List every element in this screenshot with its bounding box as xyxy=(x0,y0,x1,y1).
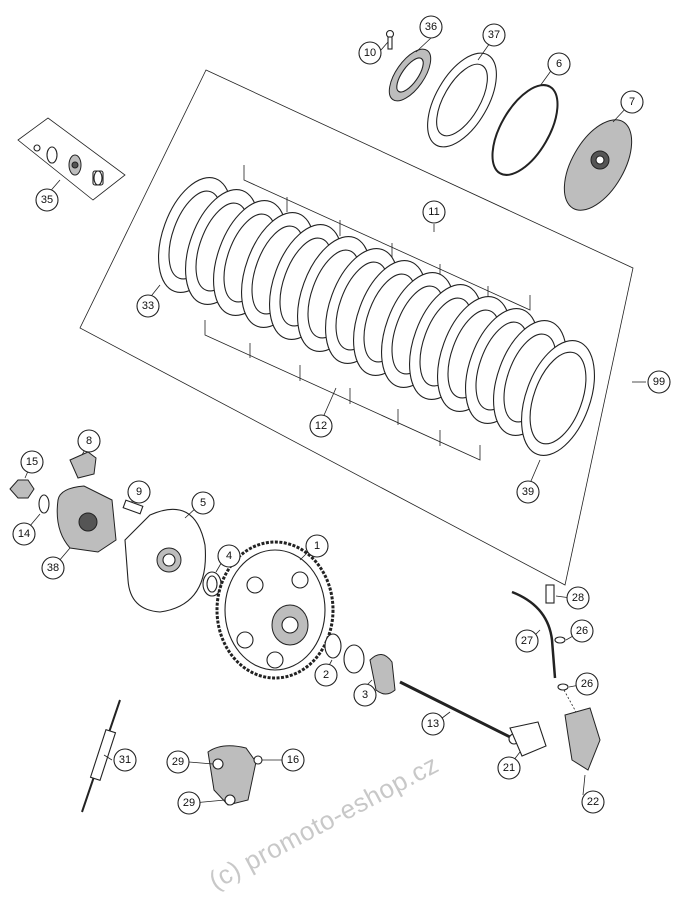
callout-26b: 26 xyxy=(575,672,599,696)
tool-and-housing xyxy=(81,699,263,813)
callout-29a: 29 xyxy=(166,750,190,774)
svg-text:29: 29 xyxy=(183,797,195,809)
svg-text:33: 33 xyxy=(142,300,154,312)
release-parts xyxy=(399,584,601,771)
clutch-hub-parts xyxy=(9,451,222,613)
svg-text:38: 38 xyxy=(47,562,59,574)
callout-8: 8 xyxy=(77,429,101,453)
svg-text:39: 39 xyxy=(522,486,534,498)
svg-text:22: 22 xyxy=(587,796,599,808)
callout-15: 15 xyxy=(20,450,44,474)
svg-text:28: 28 xyxy=(572,592,584,604)
callout-29b: 29 xyxy=(177,791,201,815)
callout-99: 99 xyxy=(647,370,671,394)
svg-text:16: 16 xyxy=(287,754,299,766)
callout-14: 14 xyxy=(12,522,36,546)
svg-text:9: 9 xyxy=(136,486,142,498)
svg-text:26: 26 xyxy=(576,625,588,637)
callout-21: 21 xyxy=(497,756,521,780)
svg-text:13: 13 xyxy=(427,718,439,730)
svg-text:27: 27 xyxy=(521,635,533,647)
svg-text:37: 37 xyxy=(488,29,500,41)
callout-2: 2 xyxy=(314,663,338,687)
callout-28: 28 xyxy=(566,586,590,610)
callout-35: 35 xyxy=(35,188,59,212)
callout-16: 16 xyxy=(281,748,305,772)
svg-text:36: 36 xyxy=(425,21,437,33)
svg-text:29: 29 xyxy=(172,756,184,768)
callout-11: 11 xyxy=(422,200,446,224)
callout-5: 5 xyxy=(191,491,215,515)
svg-text:5: 5 xyxy=(200,497,206,509)
callout-26a: 26 xyxy=(570,619,594,643)
svg-text:7: 7 xyxy=(629,96,635,108)
svg-text:8: 8 xyxy=(86,435,92,447)
callout-36: 36 xyxy=(419,15,443,39)
callout-31: 31 xyxy=(113,748,137,772)
svg-text:21: 21 xyxy=(503,762,515,774)
callout-6: 6 xyxy=(547,52,571,76)
svg-text:10: 10 xyxy=(364,47,376,59)
callout-1: 1 xyxy=(305,534,329,558)
callout-33: 33 xyxy=(136,294,160,318)
svg-text:11: 11 xyxy=(428,206,439,218)
clutch-plate-stack xyxy=(158,177,595,456)
pressure-parts xyxy=(385,29,633,211)
svg-text:6: 6 xyxy=(556,58,562,70)
callout-7: 7 xyxy=(620,90,644,114)
plate-pack-frame xyxy=(79,69,634,586)
svg-text:2: 2 xyxy=(323,669,329,681)
callout-37: 37 xyxy=(482,23,506,47)
callout-3: 3 xyxy=(353,683,377,707)
callout-38: 38 xyxy=(41,556,65,580)
callout-9: 9 xyxy=(127,480,151,504)
callout-27: 27 xyxy=(515,629,539,653)
svg-text:35: 35 xyxy=(41,194,53,206)
plate-group-brackets xyxy=(204,165,531,461)
callout-12: 12 xyxy=(309,414,333,438)
primary-gear-parts xyxy=(215,540,396,695)
callout-13: 13 xyxy=(421,712,445,736)
callout-39: 39 xyxy=(516,480,540,504)
svg-text:15: 15 xyxy=(26,456,38,468)
svg-text:31: 31 xyxy=(119,754,131,766)
svg-text:3: 3 xyxy=(362,689,368,701)
svg-text:26: 26 xyxy=(581,678,593,690)
svg-text:12: 12 xyxy=(315,420,327,432)
svg-text:14: 14 xyxy=(18,528,30,540)
callout-4: 4 xyxy=(217,544,241,568)
callout-10: 10 xyxy=(358,41,382,65)
svg-text:4: 4 xyxy=(226,550,232,562)
svg-text:99: 99 xyxy=(653,376,665,388)
small-parts-box xyxy=(17,117,126,201)
svg-text:1: 1 xyxy=(314,540,320,552)
callout-22: 22 xyxy=(581,790,605,814)
